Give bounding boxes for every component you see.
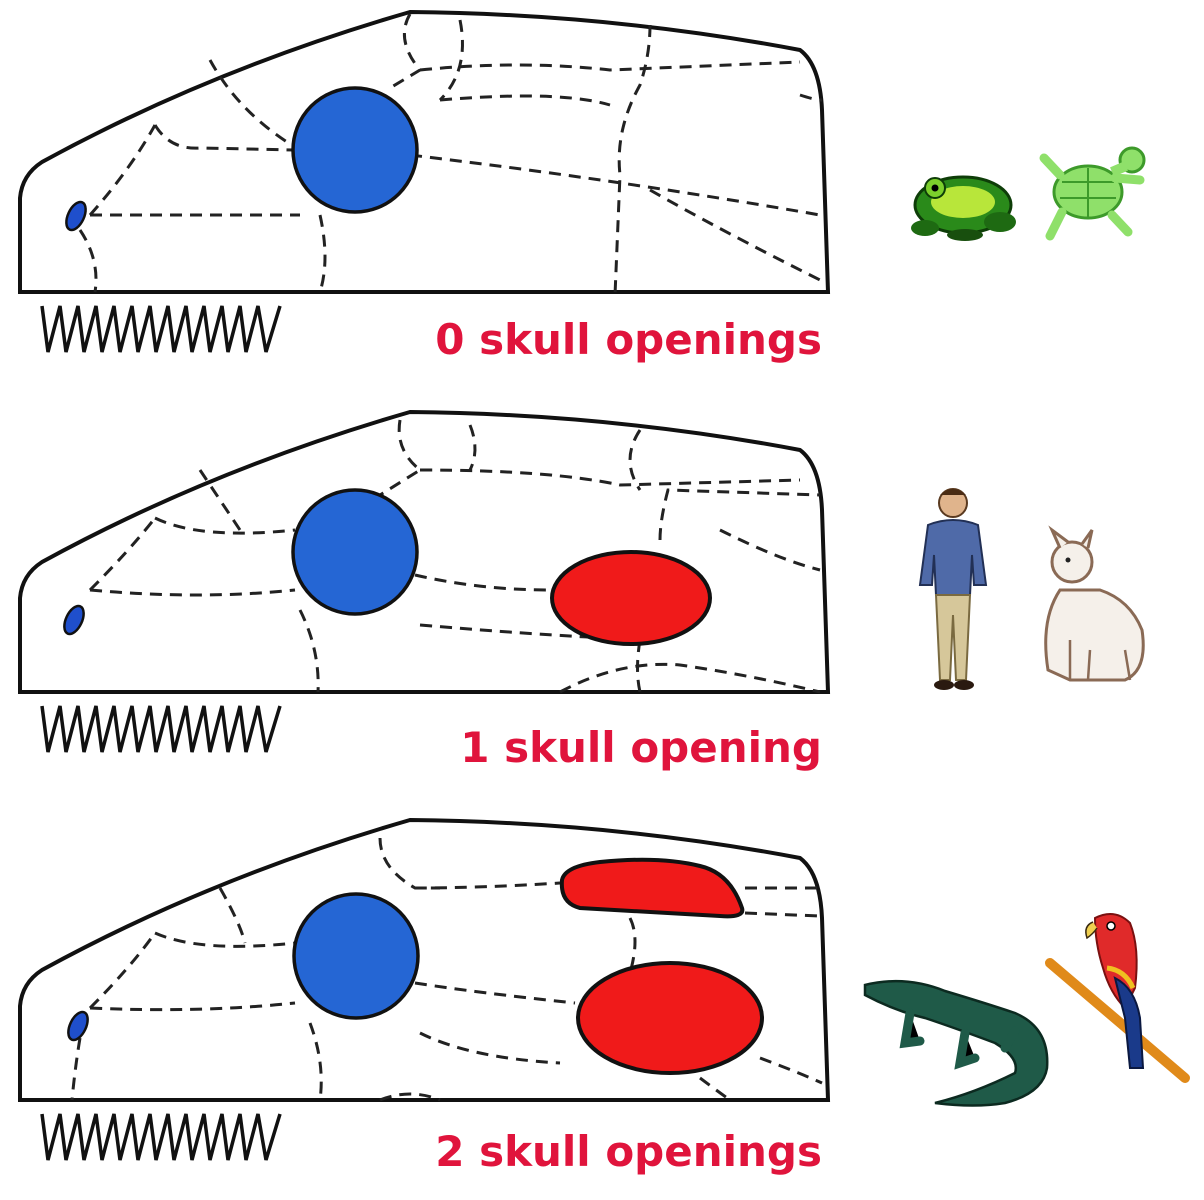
upper-temporal-opening	[559, 857, 745, 919]
orbit	[291, 86, 419, 214]
turtle-icon	[1039, 146, 1146, 241]
temporal-opening	[550, 550, 712, 646]
caption-1-opening: 1 skull opening	[460, 723, 822, 772]
nostril	[63, 604, 85, 636]
dog-icon	[1044, 525, 1145, 682]
nostril	[67, 1010, 89, 1042]
skull-one-opening	[18, 410, 830, 754]
caption-2-openings: 2 skull openings	[435, 1127, 822, 1176]
person-icon	[918, 488, 988, 690]
panel-1-opening: 1 skull opening	[18, 410, 1145, 772]
orbit	[291, 488, 419, 616]
skull-sutures	[70, 837, 823, 1102]
caption-0-openings: 0 skull openings	[435, 315, 822, 364]
orbit	[292, 892, 420, 1020]
panel-0-openings: 0 skull openings	[18, 10, 1146, 364]
parrot-icon	[1045, 913, 1190, 1083]
panel-2-openings: 2 skull openings	[18, 818, 1190, 1176]
lower-temporal-opening	[576, 961, 764, 1075]
skull-sutures	[78, 13, 823, 296]
skull-no-openings	[18, 10, 830, 354]
nostril	[65, 200, 87, 232]
skull-two-openings	[18, 818, 830, 1162]
crocodile-icon	[863, 979, 1049, 1107]
frog-icon	[911, 175, 1016, 241]
